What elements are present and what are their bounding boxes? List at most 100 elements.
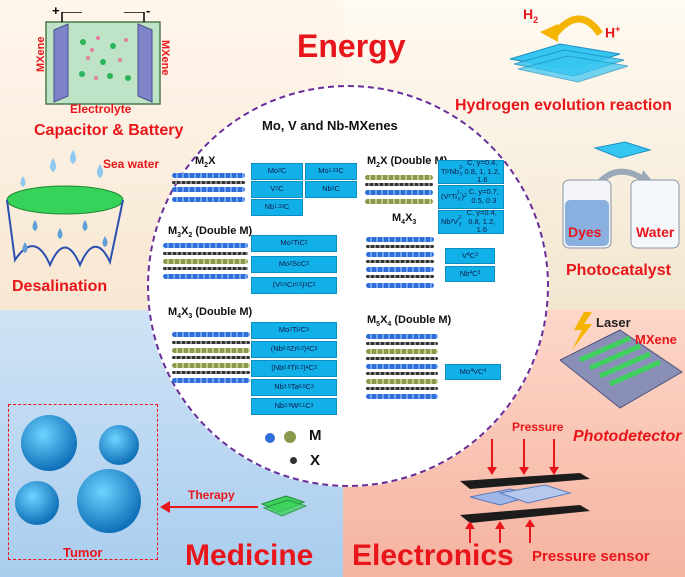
m4x3-single-layer-1 [366, 237, 434, 242]
m4x3-single-layer-2 [366, 245, 434, 248]
m5x4-layer-5 [366, 364, 438, 369]
m4x3-layer-1 [172, 332, 250, 337]
m3x2-layer-2 [163, 252, 248, 255]
m4x3-layer-4 [172, 356, 250, 359]
pressure-label: Pressure [512, 420, 564, 434]
laser-label: Laser [596, 315, 631, 330]
m4x3-single-layer-4 [366, 260, 434, 263]
m4x3-single-layer-5 [366, 267, 434, 272]
center-title: Mo, V and Nb-MXenes [262, 118, 398, 133]
legend-m-blue-atom [265, 433, 275, 443]
legend-x-label: X [310, 452, 321, 469]
m4x3-layer-7 [172, 378, 250, 383]
hydrogen-evolution-label: Hydrogen evolution reaction [455, 97, 672, 114]
plus-sign: + [52, 3, 60, 18]
m5x4-layer-1 [366, 334, 438, 339]
tumor-box [8, 404, 158, 560]
m3x2-layer-4 [163, 267, 248, 270]
dyes-label: Dyes [568, 224, 602, 240]
medicine-title: Medicine [185, 539, 314, 572]
photodetector-label: Photodetector [573, 428, 682, 445]
m5x4-layer-9 [366, 394, 438, 399]
m5x4-layer-2 [366, 342, 438, 345]
m2x-title: M2X [195, 155, 216, 170]
m4x3-layer-2 [172, 341, 250, 344]
capacitor-illustration [38, 11, 168, 108]
desalination-icon [6, 150, 124, 268]
photocatalyst-label: Photocatalyst [566, 262, 671, 279]
tumor-cells-icon [15, 415, 141, 533]
m5x4-layer-3 [366, 349, 438, 354]
m5x4-layer-7 [366, 379, 438, 384]
m4x3-layer-6 [172, 371, 250, 374]
hydrogen-icon [509, 15, 629, 83]
m3x2-layer-5 [163, 274, 248, 279]
m3x2-title: M3X2 (Double M) [168, 225, 253, 240]
m5x4-layer-6 [366, 372, 438, 375]
m2x-layer-3 [172, 187, 245, 192]
therapy-arrow [160, 500, 260, 514]
m3x2-layer-1 [163, 243, 248, 248]
m4x3-single-layer-3 [366, 252, 434, 257]
desalination-label: Desalination [12, 278, 108, 295]
capacitor-battery-label: Capacitor & Battery [34, 122, 184, 139]
m2x-layer-2 [172, 181, 245, 184]
photocatalyst-illustration [555, 140, 685, 260]
energy-title: Energy [297, 28, 406, 64]
pressure-sensor-illustration [440, 435, 600, 545]
pressure-sensor-label: Pressure sensor [532, 548, 650, 565]
hydrogen-illustration [500, 4, 640, 84]
m5x4-title: M5X4 (Double M) [367, 314, 452, 329]
m2x-double-layer-1 [365, 175, 433, 180]
tumor-label: Tumor [63, 545, 103, 560]
pressure-sensor-icon [460, 439, 590, 543]
m4x3-single-layer-6 [366, 275, 434, 278]
h2-label: H2 [523, 6, 539, 25]
m2x-double-title: M2X (Double M) [367, 155, 448, 170]
minus-sign: - [146, 3, 151, 18]
sea-water-label: Sea water [103, 157, 160, 171]
m2x-layer-4 [172, 197, 245, 202]
m4x3-layer-3 [172, 348, 250, 353]
electrolyte-label: Electrolyte [70, 102, 132, 116]
photodetector-illustration [559, 310, 685, 415]
m3x2-layer-3 [163, 259, 248, 264]
legend-x-atom [290, 457, 297, 464]
mxene-structures-circle [147, 85, 549, 487]
capacitor-icon [45, 11, 161, 105]
water-label: Water [636, 224, 675, 240]
m4x3-layer-5 [172, 363, 250, 368]
legend-m-green-atom [284, 431, 296, 443]
photodetector-icon [559, 312, 683, 409]
m5x4-layer-8 [366, 387, 438, 390]
electronics-title: Electronics [352, 539, 514, 572]
mxene-sheet-icon [260, 495, 308, 517]
m2x-layer-1 [172, 173, 245, 178]
m2x-double-layer-4 [365, 199, 433, 204]
m2x-double-layer-2 [365, 183, 433, 186]
legend-m-label: M [309, 427, 322, 444]
m4x3-single-title: M4X3 [392, 212, 417, 227]
mxene-photodetector-label: MXene [635, 332, 677, 347]
m2x-double-layer-3 [365, 190, 433, 195]
m5x4-layer-4 [366, 357, 438, 360]
therapy-mxene-sheet [258, 490, 308, 520]
mxene-left-label: MXene [35, 36, 47, 72]
